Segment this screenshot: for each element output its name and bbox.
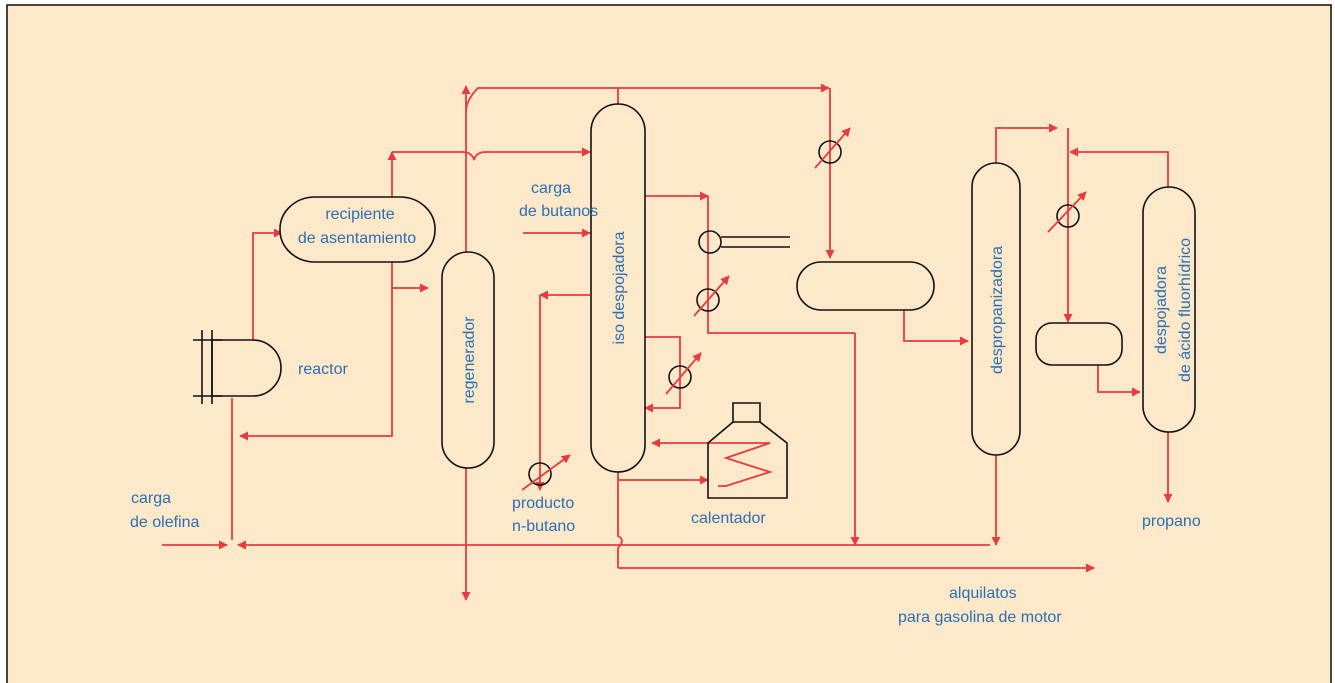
accumulator-drum [796, 261, 935, 311]
label-carga-olefina-1: carga [131, 490, 171, 507]
label-alquilatos-1: alquilatos [949, 585, 1017, 602]
label-producto-2: n-butano [512, 518, 575, 535]
label-recipiente-2: de asentamiento [298, 230, 416, 247]
heat-exchanger-condenser [814, 127, 851, 169]
hf-stripper-column [1142, 186, 1196, 433]
label-carga-olefina-2: de olefina [130, 514, 199, 531]
flow-top-header [465, 83, 830, 113]
heat-exchanger-product [521, 454, 571, 491]
equipment [193, 103, 1196, 499]
flow-alkylate-down [617, 480, 623, 568]
small-drum [1035, 322, 1123, 366]
flow-lines [162, 83, 1173, 601]
label-calentador: calentador [691, 510, 766, 527]
labels: recipiente de asentamiento reactor regen… [130, 180, 1201, 626]
label-carga-butanos-2: de butanos [519, 203, 598, 220]
label-iso-despojadora: iso despojadora [611, 231, 628, 344]
label-despropanizadora: despropanizadora [989, 246, 1006, 374]
depropanizer-column [971, 162, 1021, 456]
flow-side-down [707, 196, 855, 334]
label-regenerador: regenerador [461, 316, 478, 404]
label-reactor: reactor [298, 361, 348, 378]
label-alquilatos-2: para gasolina de motor [898, 609, 1062, 626]
flow-reboiler-in [644, 336, 681, 413]
flow-hf-overhead [1069, 147, 1169, 187]
label-producto-1: producto [512, 495, 574, 512]
heat-exchanger-side [693, 275, 730, 317]
settler-vessel [279, 196, 436, 263]
label-recipiente-1: recipiente [325, 206, 394, 223]
diagram-frame [6, 4, 1332, 683]
cooler-exchanger [698, 230, 790, 254]
label-despojadora-2: de ácido fluorhídrico [1177, 238, 1194, 382]
flow-drum-out [1097, 365, 1141, 397]
heat-exchanger-reboiler [665, 352, 702, 395]
heat-exchanger-deprop [1047, 191, 1087, 233]
label-propano: propano [1142, 513, 1201, 530]
heater-furnace [707, 402, 788, 499]
label-despojadora-1: despojadora [1153, 266, 1170, 354]
label-carga-butanos-1: carga [531, 180, 571, 197]
regenerator-column [441, 251, 495, 469]
iso-stripper-column [590, 103, 646, 473]
flow-accumulator-out [903, 310, 969, 346]
flow-deprop-overhead [995, 123, 1058, 163]
reactor-vessel [211, 339, 282, 397]
reactor-tubes [193, 330, 222, 404]
heat-exchangers [521, 127, 1087, 491]
flow-reactor-to-settler [252, 228, 283, 340]
